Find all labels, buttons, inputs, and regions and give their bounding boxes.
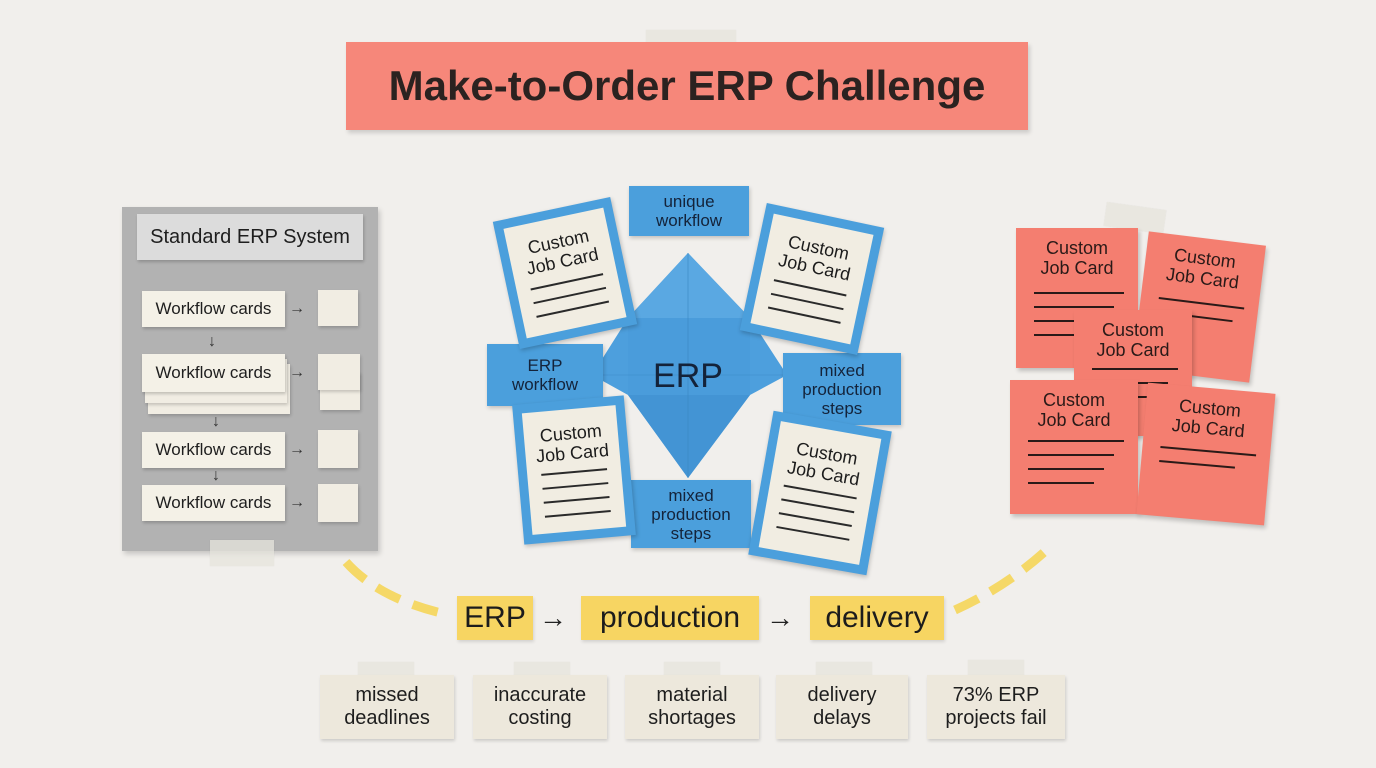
text-line — [781, 498, 855, 514]
text-line — [542, 482, 609, 490]
text-line — [1092, 368, 1178, 370]
workflow-card: Workflow cards — [142, 485, 285, 521]
dashed-connector-left — [342, 558, 451, 620]
text-line — [1159, 459, 1236, 469]
text-line — [541, 468, 608, 476]
text-line — [778, 512, 852, 527]
workflow-card: Workflow cards — [142, 291, 285, 327]
arrow-right-icon: → — [289, 300, 305, 317]
standard-erp-title: Standard ERP System — [137, 214, 363, 260]
text-line — [1160, 446, 1257, 457]
blank-card — [318, 430, 358, 468]
outcome-note: inaccurate costing — [473, 675, 607, 739]
outcome-note: 73% ERP projects fail — [927, 675, 1065, 739]
custom-card-title: Custom Job Card — [1165, 244, 1240, 293]
unique-workflow-label: unique workflow — [629, 186, 749, 236]
text-line — [767, 306, 841, 324]
job-card-title: Custom Job Card — [524, 225, 601, 279]
text-line — [544, 509, 611, 518]
custom-job-card: Custom Job Card — [512, 395, 636, 545]
job-card-title: Custom Job Card — [776, 231, 853, 285]
outcome-note: material shortages — [625, 675, 759, 739]
blank-card — [318, 354, 360, 390]
custom-card-title: Custom Job Card — [1040, 238, 1114, 278]
custom-job-card: Custom Job Card — [748, 410, 892, 576]
text-line — [533, 286, 607, 305]
text-line — [1028, 482, 1094, 484]
job-card-title: Custom Job Card — [785, 438, 862, 490]
outcome-note: delivery delays — [776, 675, 908, 739]
arrow-right-icon: → — [766, 602, 794, 633]
job-card-title: Custom Job Card — [535, 420, 610, 467]
text-line — [1028, 468, 1104, 470]
workflow-card: Workflow cards — [142, 432, 285, 468]
arrow-right-icon: → — [289, 441, 305, 458]
text-line — [543, 496, 610, 504]
text-line — [536, 300, 610, 318]
flow-step-erp: ERP — [457, 596, 533, 640]
dashed-connector-right — [953, 541, 1056, 615]
text-line — [1028, 440, 1124, 442]
text-line — [776, 525, 850, 541]
arrow-down-icon: ↓ — [208, 333, 216, 350]
arrow-down-icon: ↓ — [212, 413, 220, 430]
flow-step-delivery: delivery — [810, 596, 944, 640]
custom-card-title: Custom Job Card — [1037, 390, 1111, 430]
workflow-card: Workflow cards — [142, 354, 285, 392]
arrow-right-icon: → — [539, 602, 567, 633]
erp-origami-shape — [592, 253, 787, 478]
mixed-production-steps-label: mixed production steps — [631, 480, 751, 548]
text-line — [1034, 320, 1104, 322]
text-line — [770, 292, 844, 311]
erp-workflow-label: ERP workflow — [487, 344, 603, 406]
blank-card — [318, 290, 358, 326]
erp-center-label: ERP — [653, 356, 723, 395]
text-line — [1158, 297, 1245, 310]
custom-card-title: Custom Job Card — [1171, 395, 1246, 442]
arrow-right-icon: → — [289, 364, 305, 381]
text-line — [1034, 334, 1094, 336]
blank-card — [318, 484, 358, 522]
mixed-production-steps-label: mixed production steps — [783, 353, 901, 425]
arrow-down-icon: ↓ — [212, 467, 220, 484]
custom-job-card: Custom Job Card — [1136, 382, 1276, 526]
custom-job-card: Custom Job Card — [1010, 380, 1138, 514]
outcome-note: missed deadlines — [320, 675, 454, 739]
custom-card-title: Custom Job Card — [1096, 320, 1170, 360]
tape — [210, 540, 274, 566]
text-line — [1132, 396, 1158, 398]
arrow-right-icon: → — [289, 494, 305, 511]
flow-step-production: production — [581, 596, 759, 640]
page-title: Make-to-Order ERP Challenge — [346, 42, 1028, 130]
text-line — [1034, 292, 1124, 294]
text-line — [1028, 454, 1114, 456]
text-line — [1034, 306, 1114, 308]
